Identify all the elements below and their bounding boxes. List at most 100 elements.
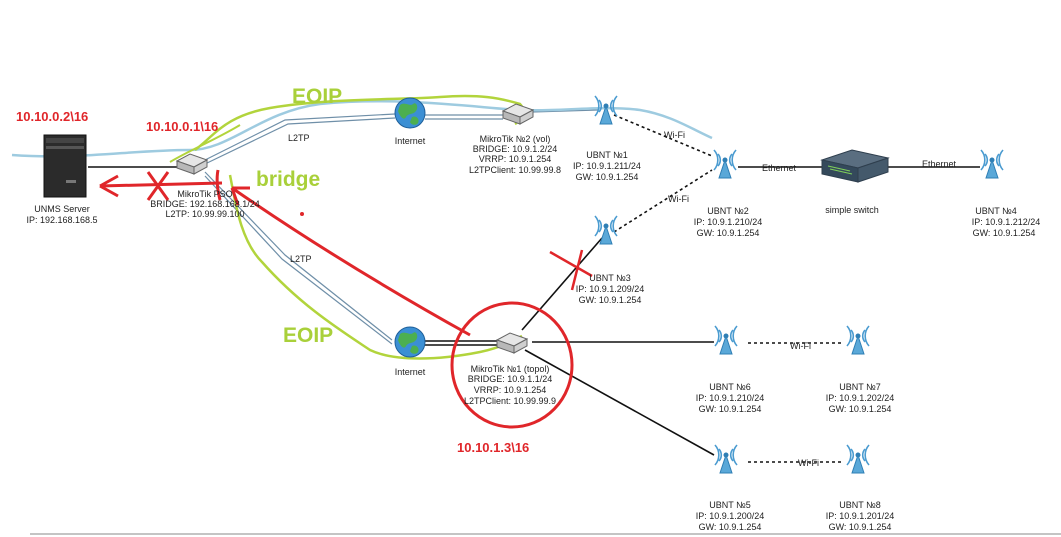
ubnt6-label-gw: GW: 10.9.1.254	[699, 404, 762, 414]
mikrotik1-label-name: MikroTik №1 (topol)	[471, 364, 550, 374]
internet-top-label: Internet	[395, 136, 426, 146]
antenna-icon	[594, 95, 618, 125]
unms-label-ip: IP: 192.168.168.5	[26, 215, 97, 225]
red-arrow-to-unms	[99, 181, 223, 188]
ubnt1-label-ip: IP: 10.9.1.211/24	[573, 161, 641, 171]
link-label-l2tp-bottom: L2TP	[290, 254, 312, 264]
ubnt7-label-name: UBNT №7	[839, 382, 881, 392]
internet-bottom[interactable]: Internet	[394, 326, 426, 377]
switch-label: simple switch	[825, 205, 879, 215]
link-ubnt1-ubnt2-wifi	[613, 114, 713, 157]
ubnt8-label-name: UBNT №8	[839, 500, 881, 510]
ubnt4-label-ip: IP: 10.9.1.212/24	[972, 217, 1041, 227]
ubnt2-label-gw: GW: 10.9.1.254	[697, 228, 760, 238]
mikrotik1-label-bridge: BRIDGE: 10.9.1.1/24	[468, 374, 553, 384]
ubnt3-label-ip: IP: 10.9.1.209/24	[576, 284, 645, 294]
mikrotik-2[interactable]: MikroTik №2 (vol) BRIDGE: 10.9.1.2/24 VR…	[469, 103, 561, 175]
ubnt-8[interactable]: UBNT №8 IP: 10.9.1.201/24 GW: 10.9.1.254	[826, 444, 895, 532]
internet-top[interactable]: Internet	[394, 97, 426, 146]
internet-bottom-label: Internet	[395, 367, 426, 377]
annotation-eoip-bottom: EOIP	[283, 324, 333, 347]
router-icon	[176, 153, 208, 175]
globe-icon	[394, 326, 426, 358]
eoip-curve-top	[194, 94, 525, 151]
ubnt-4[interactable]: UBNT №4 IP: 10.9.1.212/24 GW: 10.9.1.254	[972, 149, 1041, 238]
eoip-curve-bottom	[228, 174, 523, 360]
red-arrow-to-pso	[231, 186, 471, 337]
network-switch-icon	[820, 149, 890, 183]
unms-server[interactable]: UNMS Server IP: 192.168.168.5	[26, 134, 98, 225]
link-mikrotik2-ubnt1	[531, 109, 599, 113]
ubnt8-label-gw: GW: 10.9.1.254	[829, 522, 892, 532]
red-cross-unms-link	[146, 171, 170, 201]
ubnt5-label-gw: GW: 10.9.1.254	[699, 522, 762, 532]
ubnt5-label-ip: IP: 10.9.1.200/24	[696, 511, 765, 521]
link-label-l2tp-top: L2TP	[288, 133, 310, 143]
ubnt1-label-gw: GW: 10.9.1.254	[576, 172, 639, 182]
mikrotik-pso[interactable]: MikroTik PSO BRIDGE: 192.168.168.1/24 L2…	[150, 153, 260, 219]
ubnt6-label-ip: IP: 10.9.1.210/24	[696, 393, 765, 403]
ubnt-2[interactable]: UBNT №2 IP: 10.9.1.210/24 GW: 10.9.1.254	[694, 149, 763, 238]
ubnt4-label-name: UBNT №4	[975, 206, 1017, 216]
antenna-icon	[594, 215, 618, 245]
antenna-icon	[846, 325, 870, 355]
link-label-wifi-2: Wi-Fi	[668, 194, 689, 204]
ubnt5-label-name: UBNT №5	[709, 500, 751, 510]
links	[88, 109, 980, 463]
antenna-icon	[714, 444, 738, 474]
link-ubnt3-ubnt2-wifi	[613, 169, 713, 233]
ubnt4-label-gw: GW: 10.9.1.254	[973, 228, 1036, 238]
annotation-eoip-top: EOIP	[292, 85, 342, 108]
link-pso-internet-top	[204, 113, 396, 161]
mikrotik2-label-name: MikroTik №2 (vol)	[480, 134, 551, 144]
ubnt-6[interactable]: UBNT №6 IP: 10.9.1.210/24 GW: 10.9.1.254	[696, 325, 765, 414]
unms-label-name: UNMS Server	[34, 204, 90, 214]
ubnt-7[interactable]: UBNT №7 IP: 10.9.1.202/24 GW: 10.9.1.254	[826, 325, 895, 414]
ubnt7-label-gw: GW: 10.9.1.254	[829, 404, 892, 414]
ubnt7-label-ip: IP: 10.9.1.202/24	[826, 393, 895, 403]
server-tower-icon	[43, 134, 87, 198]
ubnt2-label-name: UBNT №2	[707, 206, 749, 216]
annotation-mikrotik1-ip: 10.10.1.3\16	[457, 440, 529, 455]
globe-icon	[394, 97, 426, 129]
link-labels: L2TP L2TP Wi-Fi Wi-Fi Wi-Fi Wi-Fi Ethern…	[288, 130, 957, 468]
mikrotik1-label-vrrp: VRRP: 10.9.1.254	[474, 385, 547, 395]
pso-label-name: MikroTik PSO	[177, 189, 232, 199]
link-mikrotik1-ubnt3	[521, 237, 603, 331]
link-label-ethernet-2: Ethernet	[922, 159, 957, 169]
ubnt-3[interactable]: UBNT №3 IP: 10.9.1.209/24 GW: 10.9.1.254	[576, 215, 645, 305]
antenna-icon	[713, 149, 737, 179]
annotation-unms-ip: 10.10.0.2\16	[16, 109, 88, 124]
link-pso-internet-bottom	[204, 171, 393, 341]
mikrotik2-label-bridge: BRIDGE: 10.9.1.2/24	[473, 144, 558, 154]
mikrotik-1[interactable]: MikroTik №1 (topol) BRIDGE: 10.9.1.1/24 …	[464, 332, 556, 406]
hand-annotations	[11, 94, 713, 429]
pso-label-bridge: BRIDGE: 192.168.168.1/24	[150, 199, 260, 209]
annotation-bridge: bridge	[256, 168, 320, 191]
antenna-icon	[714, 325, 738, 355]
pso-label-l2tp: L2TP: 10.99.99.100	[165, 209, 244, 219]
link-label-wifi-4: Wi-Fi	[798, 458, 819, 468]
ubnt-1[interactable]: UBNT №1 IP: 10.9.1.211/24 GW: 10.9.1.254	[573, 95, 641, 182]
mikrotik1-label-l2tp: L2TPClient: 10.99.99.9	[464, 396, 556, 406]
ubnt1-label-name: UBNT №1	[586, 150, 628, 160]
annotation-text: 10.10.0.2\16 10.10.0.1\16 10.10.1.3\16 E…	[16, 85, 529, 455]
ubnt8-label-ip: IP: 10.9.1.201/24	[826, 511, 895, 521]
ubnt3-label-name: UBNT №3	[589, 273, 631, 283]
red-circle-mikrotik1	[450, 301, 574, 429]
ubnt2-label-ip: IP: 10.9.1.210/24	[694, 217, 763, 227]
annotation-pso-ip: 10.10.0.1\16	[146, 119, 218, 134]
ubnt3-label-gw: GW: 10.9.1.254	[579, 295, 642, 305]
mikrotik2-label-l2tp: L2TPClient: 10.99.99.8	[469, 165, 561, 175]
ubnt-5[interactable]: UBNT №5 IP: 10.9.1.200/24 GW: 10.9.1.254	[696, 444, 765, 532]
link-label-wifi-1: Wi-Fi	[664, 130, 685, 140]
ubnt6-label-name: UBNT №6	[709, 382, 751, 392]
link-mikrotik1-ubnt5	[524, 349, 715, 456]
red-cross-ubnt3-link	[549, 249, 593, 291]
router-icon	[502, 103, 534, 125]
tunnel-curve-top	[11, 100, 713, 158]
link-label-wifi-3: Wi-Fi	[790, 341, 811, 351]
simple-switch[interactable]: simple switch	[820, 149, 890, 215]
antenna-icon	[846, 444, 870, 474]
